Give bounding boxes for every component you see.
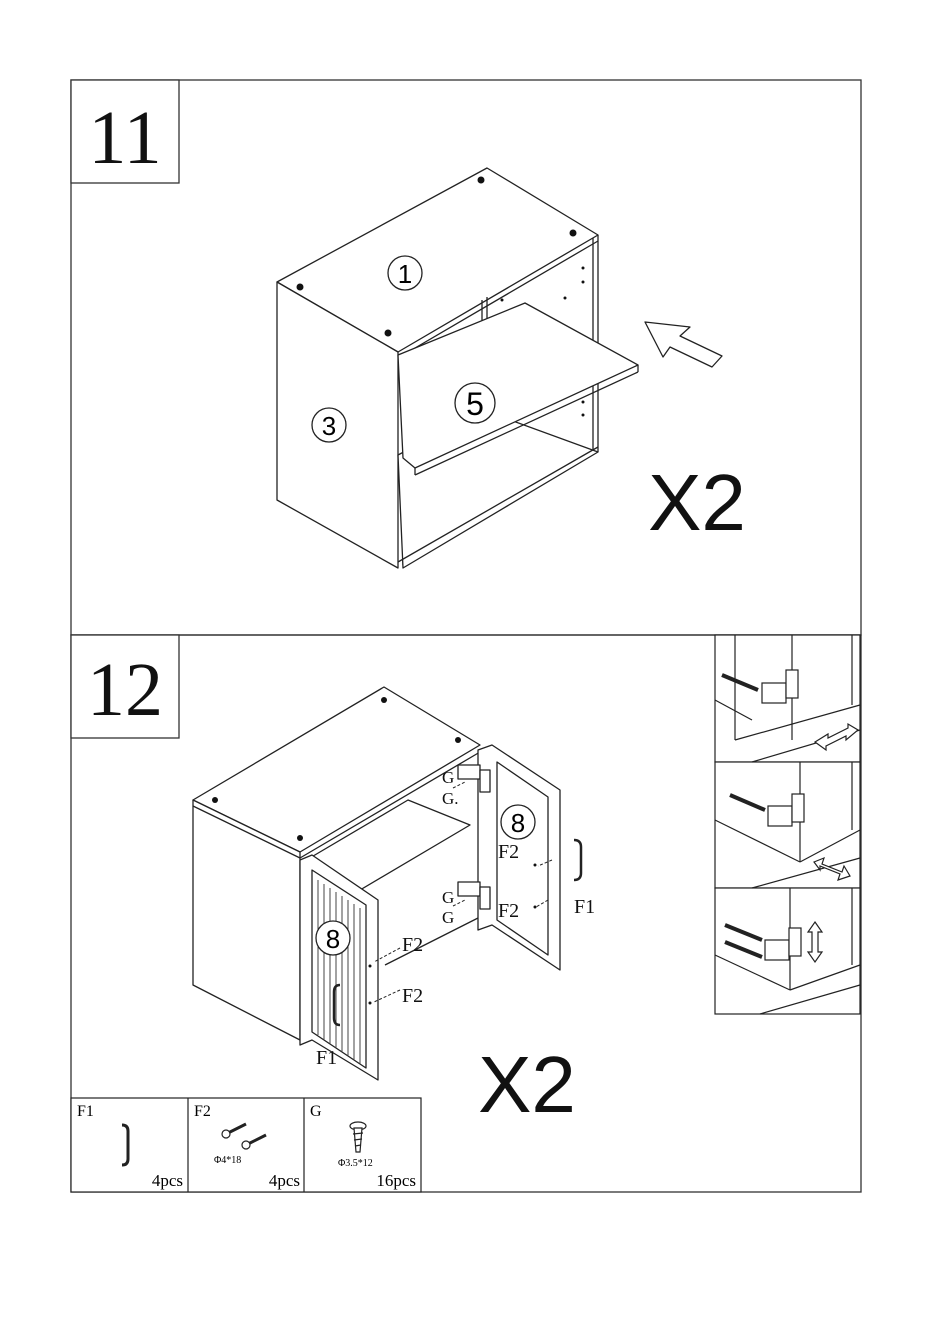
label-f2-rb: F2 [498, 900, 519, 922]
label-f2-lt: F2 [402, 934, 423, 956]
callout-door-left: 8 [316, 921, 350, 955]
step-multiplier: X2 [478, 1040, 576, 1129]
cabinet-with-doors [193, 687, 581, 1080]
handle-right [574, 840, 581, 880]
svg-text:8: 8 [511, 808, 525, 838]
svg-text:3: 3 [322, 411, 336, 441]
label-f1-left: F1 [316, 1047, 337, 1069]
svg-text:8: 8 [326, 924, 340, 954]
svg-text:1: 1 [398, 259, 412, 289]
callout-door-right: 8 [501, 805, 535, 839]
insert-arrow-icon [645, 322, 722, 367]
part-qty: 4pcs [152, 1171, 183, 1190]
label-f2-lb: F2 [402, 985, 423, 1007]
part-size: Φ4*18 [214, 1155, 241, 1166]
callout-shelf: 5 [455, 383, 495, 423]
callout-side: 3 [312, 408, 346, 442]
step-multiplier: X2 [648, 458, 746, 547]
part-size: Φ3.5*12 [338, 1158, 373, 1169]
part-qty: 4pcs [269, 1171, 300, 1190]
part-code: F1 [77, 1103, 94, 1120]
hinge-adjust-insets [715, 635, 860, 1014]
step-11: 11 [71, 80, 746, 568]
part-code: F2 [194, 1103, 211, 1120]
step-12: 12 [71, 635, 860, 1192]
label-g2: G. [442, 789, 459, 808]
part-qty: 16pcs [376, 1171, 416, 1190]
part-code: G [310, 1103, 322, 1120]
callout-top: 1 [388, 256, 422, 290]
cabinet-carcass [277, 168, 638, 568]
hinge-bottom [458, 882, 480, 896]
hinge-top [458, 765, 480, 779]
label-g3: G [442, 888, 454, 907]
label-g1: G [442, 768, 454, 787]
label-f1-right: F1 [574, 896, 595, 918]
svg-text:5: 5 [466, 386, 484, 422]
label-g4: G [442, 908, 454, 927]
parts-table: F1 4pcs F2 Φ4*18 4pcs G [71, 1098, 421, 1192]
label-f2-rt: F2 [498, 841, 519, 863]
step-number: 12 [87, 648, 163, 732]
step-number: 11 [88, 96, 161, 180]
